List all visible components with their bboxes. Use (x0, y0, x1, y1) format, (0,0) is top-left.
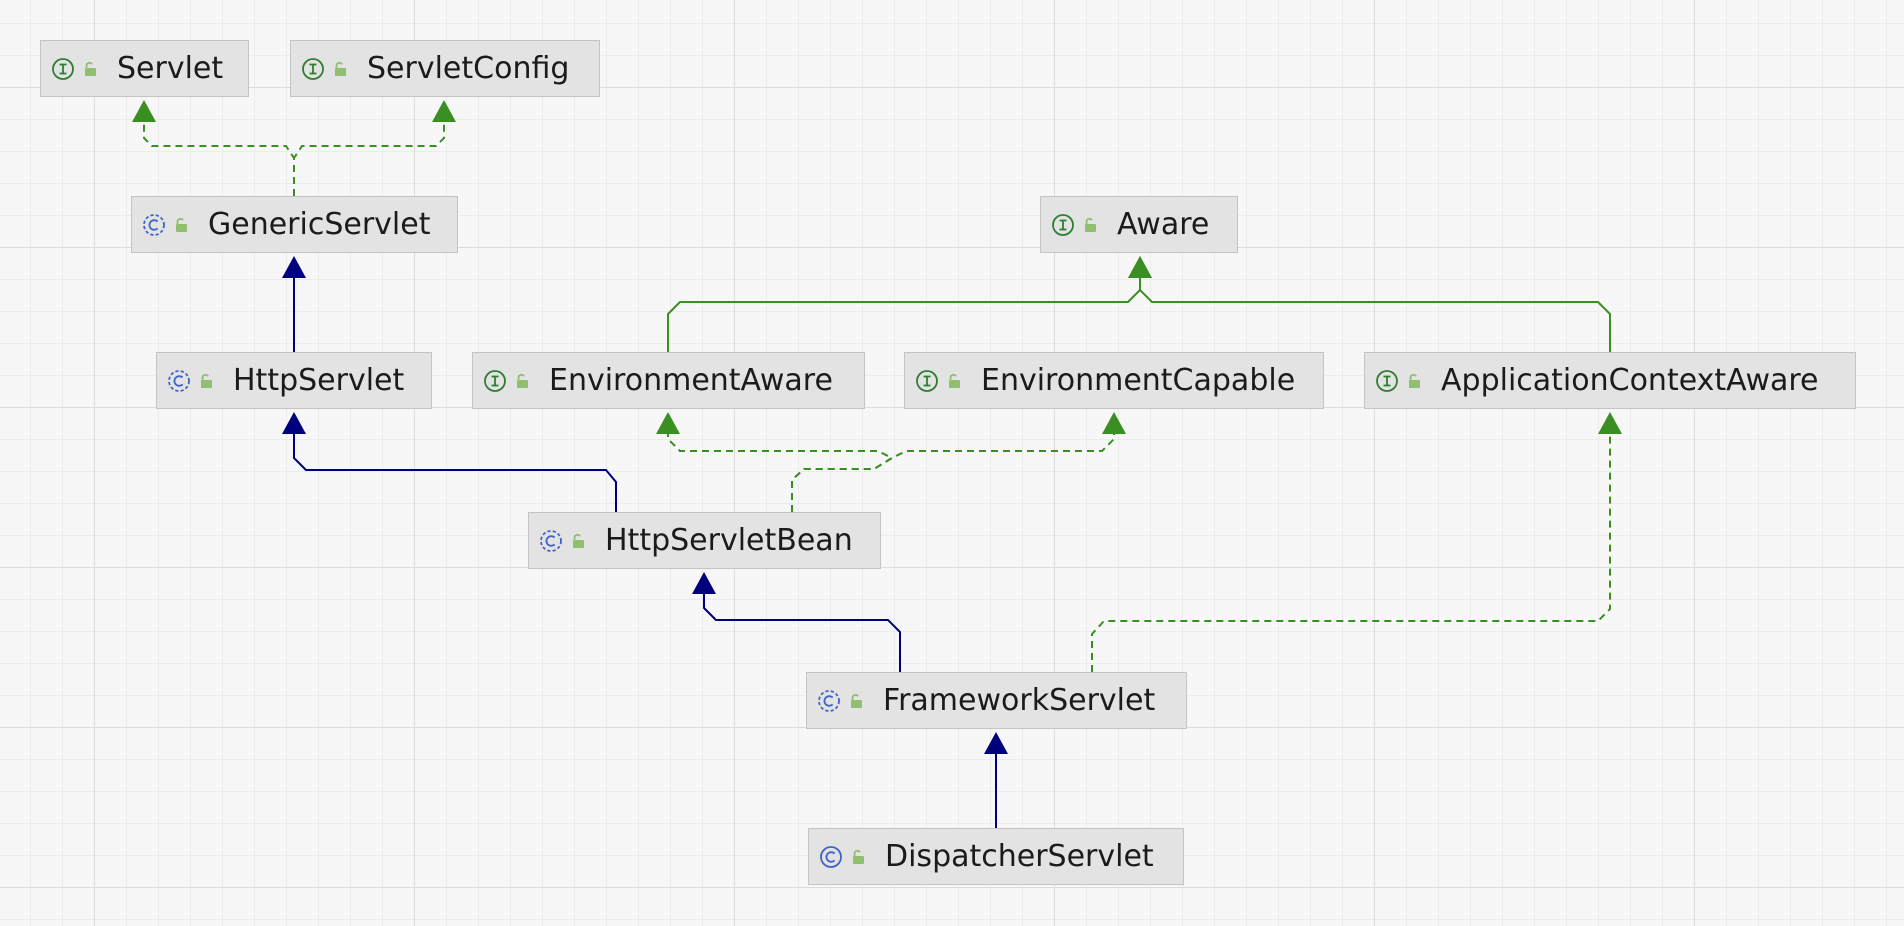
arrowhead-http_servlet_bean-to-environment_capable (1102, 412, 1126, 434)
interface-icon (1051, 213, 1075, 237)
arrowhead-http_servlet_bean-to-environment_aware (656, 412, 680, 434)
arrowhead-generic_servlet-to-servlet_config (432, 100, 456, 122)
node-servlet[interactable]: Servlet (40, 40, 249, 97)
node-label: FrameworkServlet (883, 682, 1156, 718)
interface-icon (483, 369, 507, 393)
abstract-class-icon (167, 369, 191, 393)
edge-environment_aware-to-aware (667, 272, 1141, 352)
node-servlet-config[interactable]: ServletConfig (290, 40, 600, 97)
node-label: GenericServlet (208, 206, 431, 242)
node-label: EnvironmentAware (549, 362, 833, 398)
node-label: EnvironmentCapable (981, 362, 1296, 398)
node-label: Aware (1117, 206, 1210, 242)
node-aware[interactable]: Aware (1040, 196, 1238, 253)
public-visibility-icon (945, 372, 963, 390)
public-visibility-icon (197, 372, 215, 390)
public-visibility-icon (569, 532, 587, 550)
edge-http_servlet_bean-to-http_servlet (293, 428, 617, 512)
node-generic-servlet[interactable]: GenericServlet (131, 196, 458, 253)
interface-icon (51, 57, 75, 81)
edge-http_servlet_bean-to-environment_capable (791, 428, 1115, 512)
public-visibility-icon (1081, 216, 1099, 234)
node-environment-capable[interactable]: EnvironmentCapable (904, 352, 1324, 409)
edge-application_context_aware-to-aware (1139, 272, 1611, 352)
node-application-context-aware[interactable]: ApplicationContextAware (1364, 352, 1856, 409)
public-visibility-icon (331, 60, 349, 78)
interface-icon (1375, 369, 1399, 393)
arrowhead-http_servlet-to-generic_servlet (282, 256, 306, 278)
public-visibility-icon (81, 60, 99, 78)
public-visibility-icon (1405, 372, 1423, 390)
abstract-class-icon (817, 689, 841, 713)
node-label: HttpServletBean (605, 522, 853, 558)
edge-framework_servlet-to-application_context_aware (1091, 428, 1611, 672)
node-label: Servlet (117, 50, 224, 86)
node-framework-servlet[interactable]: FrameworkServlet (806, 672, 1187, 729)
interface-icon (301, 57, 325, 81)
arrowhead-framework_servlet-to-http_servlet_bean (692, 572, 716, 594)
public-visibility-icon (513, 372, 531, 390)
public-visibility-icon (849, 848, 867, 866)
node-environment-aware[interactable]: EnvironmentAware (472, 352, 865, 409)
abstract-class-icon (539, 529, 563, 553)
arrowhead-framework_servlet-to-application_context_aware (1598, 412, 1622, 434)
public-visibility-icon (847, 692, 865, 710)
node-http-servlet-bean[interactable]: HttpServletBean (528, 512, 881, 569)
arrowhead-dispatcher_servlet-to-framework_servlet (984, 732, 1008, 754)
edge-framework_servlet-to-http_servlet_bean (703, 588, 901, 672)
arrowhead-http_servlet_bean-to-http_servlet (282, 412, 306, 434)
node-label: ServletConfig (367, 50, 570, 86)
edge-generic_servlet-to-servlet (143, 116, 295, 196)
node-label: HttpServlet (233, 362, 405, 398)
node-label: DispatcherServlet (885, 838, 1154, 874)
arrowhead-application_context_aware-to-aware (1128, 256, 1152, 278)
node-http-servlet[interactable]: HttpServlet (156, 352, 432, 409)
node-label: ApplicationContextAware (1441, 362, 1819, 398)
edge-generic_servlet-to-servlet_config (293, 116, 445, 196)
arrowhead-generic_servlet-to-servlet (132, 100, 156, 122)
public-visibility-icon (172, 216, 190, 234)
class-icon (819, 845, 843, 869)
node-dispatcher-servlet[interactable]: DispatcherServlet (808, 828, 1184, 885)
interface-icon (915, 369, 939, 393)
abstract-class-icon (142, 213, 166, 237)
